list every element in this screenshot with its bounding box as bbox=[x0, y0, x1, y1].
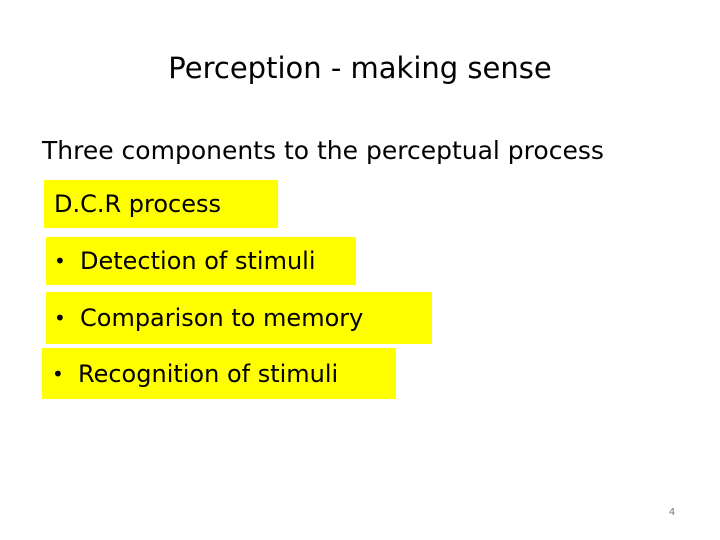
box-text: Detection of stimuli bbox=[80, 247, 316, 275]
page-number: 4 bbox=[668, 507, 676, 518]
slide-title: Perception - making sense bbox=[168, 51, 552, 85]
box-text: Comparison to memory bbox=[80, 304, 364, 332]
bullet-icon: • bbox=[54, 306, 66, 330]
highlight-box-recognition: • Recognition of stimuli bbox=[42, 348, 396, 399]
box-text: Recognition of stimuli bbox=[78, 359, 339, 388]
highlight-box-detection: • Detection of stimuli bbox=[46, 237, 356, 285]
box-text: D.C.R process bbox=[54, 190, 222, 218]
bullet-icon: • bbox=[54, 249, 66, 273]
slide-subtitle: Three components to the perceptual proce… bbox=[42, 136, 604, 165]
highlight-box-comparison: • Comparison to memory bbox=[46, 292, 432, 344]
bullet-icon: • bbox=[52, 361, 64, 386]
highlight-box-dcr-process: D.C.R process bbox=[44, 180, 278, 228]
